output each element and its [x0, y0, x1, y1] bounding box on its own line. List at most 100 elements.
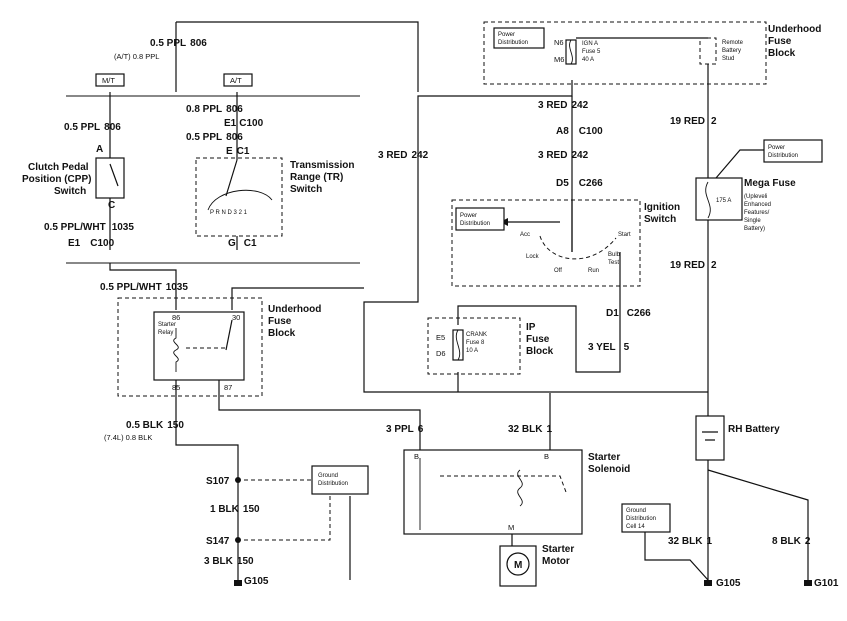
label-2-red-a: 19 RED [670, 116, 705, 127]
relay-contact [225, 319, 233, 351]
cpp-label-1: Clutch Pedal [28, 162, 89, 173]
label-150-b: 1 BLK [210, 504, 240, 515]
label-150-74: (7.4L) 0.8 BLK [104, 433, 152, 442]
label-806-left: 0.5 PPL [64, 122, 100, 133]
gnd-dist-right-3: Cell 14 [626, 524, 645, 530]
remote-stud-3: Stud [722, 56, 734, 62]
label-1-blk-a: 32 BLK [508, 424, 543, 435]
label-6-ppl: 3 PPL [386, 424, 414, 435]
pin-86: 86 [172, 313, 180, 322]
uhfb-mid-1: Underhood [268, 304, 321, 315]
ip-fb-1: IP [526, 322, 536, 333]
label-2-red-a-num: 2 [711, 116, 717, 127]
mega-fuse-pd-wire [715, 149, 764, 179]
uhfb-mid-3: Block [268, 328, 296, 339]
remote-stud-1: Remote [722, 40, 744, 46]
label-1-blk-b: 32 BLK [668, 536, 703, 547]
starter-relay-box [153, 311, 245, 381]
ign-fuse-element [569, 39, 573, 65]
mega-note-5: Battery) [744, 226, 765, 232]
pin-d1: D1 [606, 308, 619, 319]
gnd-dist-left-2: Distribution [318, 481, 348, 487]
mega-fuse-label: Mega Fuse [744, 178, 796, 189]
label-2-red-b-num: 2 [711, 260, 717, 271]
pin-m: M [508, 523, 514, 532]
pin-g: G [228, 238, 236, 249]
ground-g101: G101 [814, 578, 839, 589]
pd-ign-2: Distribution [460, 221, 490, 227]
pin-m6: M6 [554, 55, 564, 64]
ignition-switch-arc [539, 235, 617, 260]
ip-fb-3: Block [526, 346, 554, 357]
crank-fuse-element [455, 329, 461, 361]
ign-fuse-1: IGN A [582, 41, 598, 47]
pin-d6: D6 [436, 349, 446, 358]
motor-symbol: M [514, 560, 522, 571]
label-242-b: 3 RED [538, 100, 567, 111]
label-806-at: (A/T) 0.8 PPL [114, 52, 159, 61]
mega-note-1: (Upleveli [744, 194, 767, 200]
solenoid-coil-b [517, 469, 523, 507]
pin-85: 85 [172, 383, 180, 392]
conn-c100-a: C100 [239, 118, 263, 129]
label-yel: 3 YEL [588, 342, 616, 353]
crank-fuse-3: 10 A [466, 348, 478, 354]
ground-distribution-left-box [311, 465, 369, 495]
label-150-a-num: 150 [167, 420, 184, 431]
gnd-dist-right-2: Distribution [626, 516, 656, 522]
at-tag-box [223, 73, 253, 87]
label-806-05-num: 806 [226, 132, 243, 143]
cpp-switch-blade [109, 163, 119, 187]
wire-6-ppl [218, 380, 421, 450]
pin-b-left: B [414, 452, 419, 461]
power-distribution-top-box [493, 27, 545, 49]
label-1035-b: 0.5 PPL/WHT [100, 282, 162, 293]
ground-g101-mark [804, 580, 812, 586]
relay-coil [173, 328, 179, 372]
crank-fuse-1: CRANK [466, 332, 487, 338]
ign-fuse-3: 40 A [582, 57, 594, 63]
wire-yel-5 [457, 252, 621, 373]
pin-e1-b: E1 [68, 238, 81, 249]
svg-text:EC1: EC1 [226, 146, 250, 157]
label-242-c-num: 242 [571, 150, 588, 161]
at-tag: A/T [230, 76, 242, 85]
solenoid-1: Starter [588, 452, 620, 463]
ground-g105-b: G105 [716, 578, 741, 589]
ign-pos-bulb: Bulb [608, 252, 621, 258]
tr-label-2: Range (TR) [290, 172, 343, 183]
ip-fb-2: Fuse [526, 334, 550, 345]
mega-fuse-box [695, 177, 743, 221]
power-distribution-mega-box [763, 139, 823, 163]
pd-mega-2: Distribution [768, 153, 798, 159]
cpp-label-2: Position (CPP) [22, 174, 91, 185]
solenoid-2: Solenoid [588, 464, 630, 475]
conn-c100-b: C100 [90, 238, 114, 249]
label-806-08: 0.8 PPL [186, 104, 222, 115]
label-1-blk-a-num: 1 [546, 424, 552, 435]
ign-fuse-2: Fuse 5 [582, 49, 601, 55]
starter-motor-circle [506, 552, 530, 576]
mega-fuse-element [705, 181, 711, 219]
label-1035-a-num: 1035 [112, 222, 135, 233]
conn-c1-b: C1 [244, 238, 257, 249]
mega-note-4: Single [744, 218, 761, 224]
solenoid-contact [440, 475, 567, 493]
label-806-05: 0.5 PPL [186, 132, 222, 143]
splice-s107-dot [235, 477, 241, 483]
